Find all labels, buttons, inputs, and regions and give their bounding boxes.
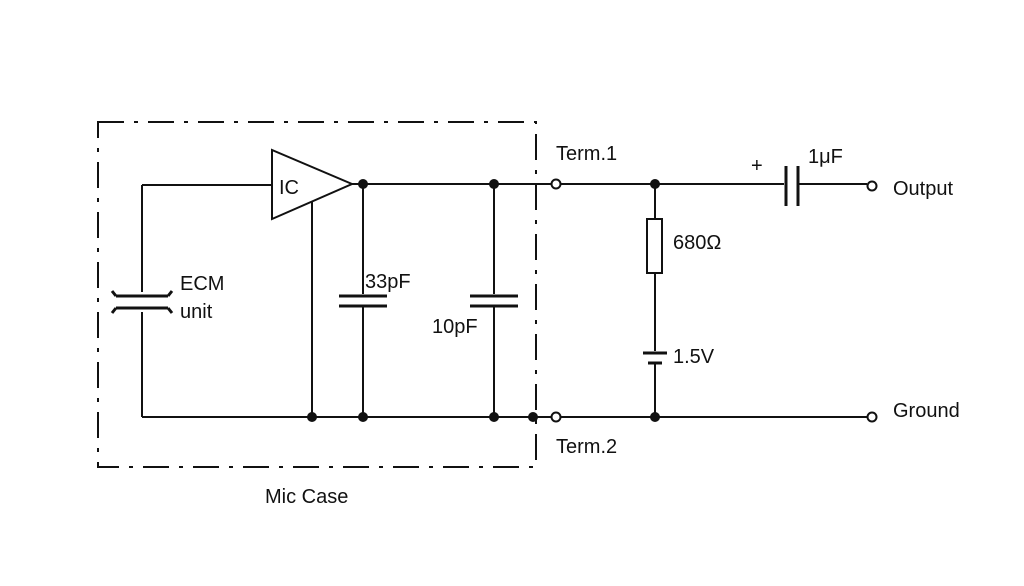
ic-amplifier — [271, 148, 355, 417]
mic-case-label: Mic Case — [265, 486, 348, 508]
junction-dot — [358, 412, 368, 422]
term2-terminal — [550, 411, 562, 423]
ecm-label-line1: ECM — [180, 273, 224, 295]
mic-case-boundary — [97, 121, 537, 468]
junction-dot — [489, 412, 499, 422]
junction-dot — [528, 412, 538, 422]
junction-dot — [307, 412, 317, 422]
ground-label: Ground — [893, 400, 960, 422]
term1-terminal — [550, 178, 562, 190]
resistor-label: 680Ω — [673, 232, 721, 254]
junction-dot — [489, 179, 499, 189]
capacitor-33pf — [339, 184, 387, 417]
cap-10pf-label: 10pF — [432, 316, 478, 338]
ecm-unit — [110, 184, 272, 417]
output-terminal — [866, 180, 878, 192]
plus-label: + — [751, 155, 763, 177]
resistor-680 — [646, 184, 663, 351]
battery-label: 1.5V — [673, 346, 715, 368]
capacitor-1uf — [784, 166, 867, 206]
ic-label: IC — [279, 177, 299, 199]
junction-dot — [358, 179, 368, 189]
capacitor-10pf — [470, 184, 518, 417]
cap-1uf-label: 1μF — [808, 146, 843, 168]
term2-label: Term.2 — [556, 436, 617, 458]
junction-dot — [650, 412, 660, 422]
ecm-label-line2: unit — [180, 301, 213, 323]
battery-1-5v — [643, 351, 667, 417]
cap-33pf-label: 33pF — [365, 271, 411, 293]
output-label: Output — [893, 178, 953, 200]
term1-label: Term.1 — [556, 143, 617, 165]
ground-terminal — [866, 411, 878, 423]
junction-dot — [650, 179, 660, 189]
